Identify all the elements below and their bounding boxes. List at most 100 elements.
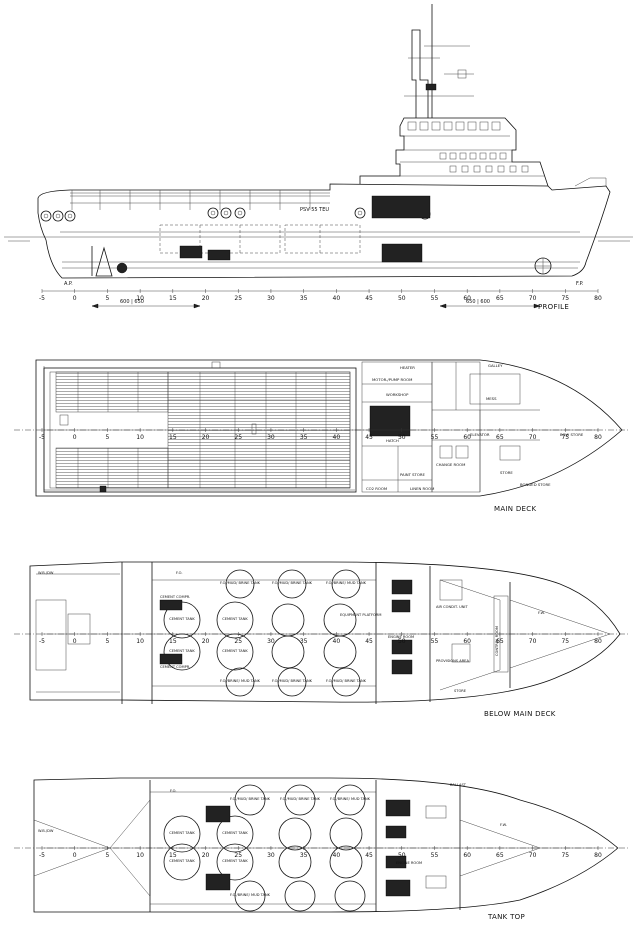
frame-tick-label: 35 xyxy=(300,638,308,645)
room-label-store: STORE xyxy=(500,470,513,475)
frame-tick-label: 15 xyxy=(169,852,177,859)
frame-tick-label: 0 xyxy=(73,852,77,859)
tank-circle xyxy=(284,784,316,816)
room-label-wbdw: W.B./DW xyxy=(38,571,54,575)
profile-mast-sign: PSV 55 TEU xyxy=(300,207,329,213)
room-label-galley: GALLEY xyxy=(488,363,503,368)
frame-tick-label: 65 xyxy=(496,434,504,441)
frame-tick-label: -5 xyxy=(39,638,45,645)
frame-tick-label: 65 xyxy=(496,638,504,645)
frame-tick-label: 45 xyxy=(365,295,373,302)
profile-dimension-right-label: 650 | 600 xyxy=(466,299,490,305)
tank-circle xyxy=(163,815,201,853)
room-label-tt-engine-room: ENGINE ROOM xyxy=(396,861,422,865)
frame-tick-label: 70 xyxy=(529,295,537,302)
frame-tick-label: 55 xyxy=(431,295,439,302)
frame-tick-label: 75 xyxy=(561,434,569,441)
tank-circle xyxy=(278,817,312,851)
frame-tick-label: 70 xyxy=(529,434,537,441)
frame-tick-label: 25 xyxy=(234,638,242,645)
frame-tick-label: -5 xyxy=(39,852,45,859)
tank-circle xyxy=(163,843,201,881)
room-label-store-below: STORE xyxy=(454,689,467,693)
frame-tick-label: -5 xyxy=(39,295,45,302)
tank-circle xyxy=(331,667,361,697)
tank-label: F.O./MUD/ BRINE TANK xyxy=(230,797,271,801)
tank-circle xyxy=(331,569,361,599)
frame-tick-label: 25 xyxy=(234,852,242,859)
tank-circle xyxy=(334,784,366,816)
frame-tick-label: 50 xyxy=(398,638,406,645)
room-label-air-condit: AIR CONDIT. UNIT xyxy=(436,605,468,609)
frame-tick-label: 55 xyxy=(431,852,439,859)
stern-winch-mark xyxy=(59,414,69,426)
frame-tick-label: 40 xyxy=(333,295,341,302)
tank-label: F.O./BRINE/ MUD TANK xyxy=(326,581,367,585)
frame-tick-label: 20 xyxy=(202,295,210,302)
room-label-bonded-store: BONDED STORE xyxy=(520,482,551,487)
frame-tick-label: 55 xyxy=(431,638,439,645)
main-deck-view: MOTOR-/PUMP ROOM HEATER WORKSHOP HATCH C… xyxy=(14,359,630,513)
room-label-paint-store: PAINT STORE xyxy=(400,472,425,477)
frame-tick-label: 15 xyxy=(169,638,177,645)
tank-label: F.O./MUD/ BRINE TANK xyxy=(280,797,321,801)
frame-tick-label: 30 xyxy=(267,852,275,859)
frame-tick-label: 5 xyxy=(105,295,109,302)
main-deck-room-labels: MOTOR-/PUMP ROOM HEATER WORKSHOP HATCH C… xyxy=(366,363,584,491)
main-deck-accommodation xyxy=(361,361,540,493)
room-label-motor-pump: MOTOR-/PUMP ROOM xyxy=(372,377,412,382)
frame-tick-label: 45 xyxy=(365,434,373,441)
frame-tick-label: 55 xyxy=(431,434,439,441)
frame-tick-label: 40 xyxy=(333,638,341,645)
frame-tick-label: 40 xyxy=(333,852,341,859)
frame-tick-label: 10 xyxy=(136,434,144,441)
frame-tick-label: 20 xyxy=(202,638,210,645)
tank-circle xyxy=(216,843,254,881)
tank-label: CEMENT TANK xyxy=(169,859,195,863)
room-label-engine-room: ENGINE ROOM xyxy=(388,635,414,639)
below-deck-room-labels: CEMENT COMPR. CEMENT COMPR. EQUIPMENT PL… xyxy=(38,571,545,693)
frame-tick-label: 35 xyxy=(300,434,308,441)
tank-label: F.O./MUD/ BRINE TANK xyxy=(220,581,261,585)
tank-label: F.O./MUD/ BRINE TANK xyxy=(272,679,313,683)
tank-top-title: TANK TOP xyxy=(487,913,525,921)
room-label-control-room: CONTROL ROOM xyxy=(495,626,499,656)
frame-tick-label: 80 xyxy=(594,434,602,441)
profile-fp-label: F.P. xyxy=(576,281,584,287)
frame-tick-label: 80 xyxy=(594,295,602,302)
frame-tick-label: 65 xyxy=(496,852,504,859)
tank-circle xyxy=(329,845,363,879)
room-label-tt-fw: F.W. xyxy=(500,823,507,827)
frame-tick-label: 80 xyxy=(594,638,602,645)
tank-circle xyxy=(284,880,316,912)
tank-label: F.O./BRINE/ MUD TANK xyxy=(330,797,371,801)
winch-block xyxy=(371,195,431,219)
mast xyxy=(404,4,474,118)
room-label-cement-compr-1: CEMENT COMPR. xyxy=(160,595,190,599)
rudder xyxy=(91,246,113,277)
frame-tick-label: 10 xyxy=(136,638,144,645)
room-label-tt-ballast: BALLAST xyxy=(450,783,467,787)
frame-tick-label: 75 xyxy=(561,638,569,645)
tank-label: CEMENT TANK xyxy=(222,859,248,863)
hull-outline xyxy=(37,183,611,279)
tank-label: CEMENT TANK xyxy=(169,617,195,621)
frame-tick-label: 45 xyxy=(365,638,373,645)
tank-label: CEMENT TANK xyxy=(222,649,248,653)
frame-tick-label: 20 xyxy=(202,852,210,859)
room-label-fo: F.O. xyxy=(176,571,182,575)
room-label-equipment-platform: EQUIPMENT PLATFORM xyxy=(340,613,381,617)
frame-tick-label: 75 xyxy=(561,295,569,302)
tank-circle xyxy=(277,569,307,599)
tank-label: F.O./BRINE/ MUD TANK xyxy=(220,679,261,683)
frame-tick-label: 5 xyxy=(105,852,109,859)
superstructure xyxy=(359,117,549,187)
tank-top-room-labels: ENGINE ROOM W.B./DW F.W. F.O. BALLAST xyxy=(38,783,507,865)
frame-tick-label: 45 xyxy=(365,852,373,859)
propeller-icon xyxy=(116,262,128,274)
room-label-co2: CO2 ROOM xyxy=(366,486,387,491)
